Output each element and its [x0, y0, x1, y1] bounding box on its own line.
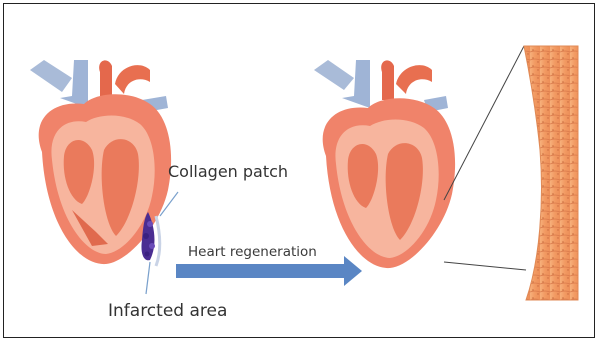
infarct-pointer-line — [146, 262, 150, 294]
zoom-line-top — [444, 46, 524, 200]
heart-regenerated — [314, 60, 455, 268]
infarcted-area-label: Infarcted area — [108, 301, 227, 321]
heart-regeneration-label: Heart regeneration — [188, 244, 317, 260]
zoom-line-bottom — [444, 262, 526, 270]
regeneration-arrow — [176, 256, 362, 286]
collagen-patch-label: Collagen patch — [168, 162, 288, 181]
heart-infarcted — [30, 60, 178, 294]
tissue-closeup — [524, 46, 578, 300]
